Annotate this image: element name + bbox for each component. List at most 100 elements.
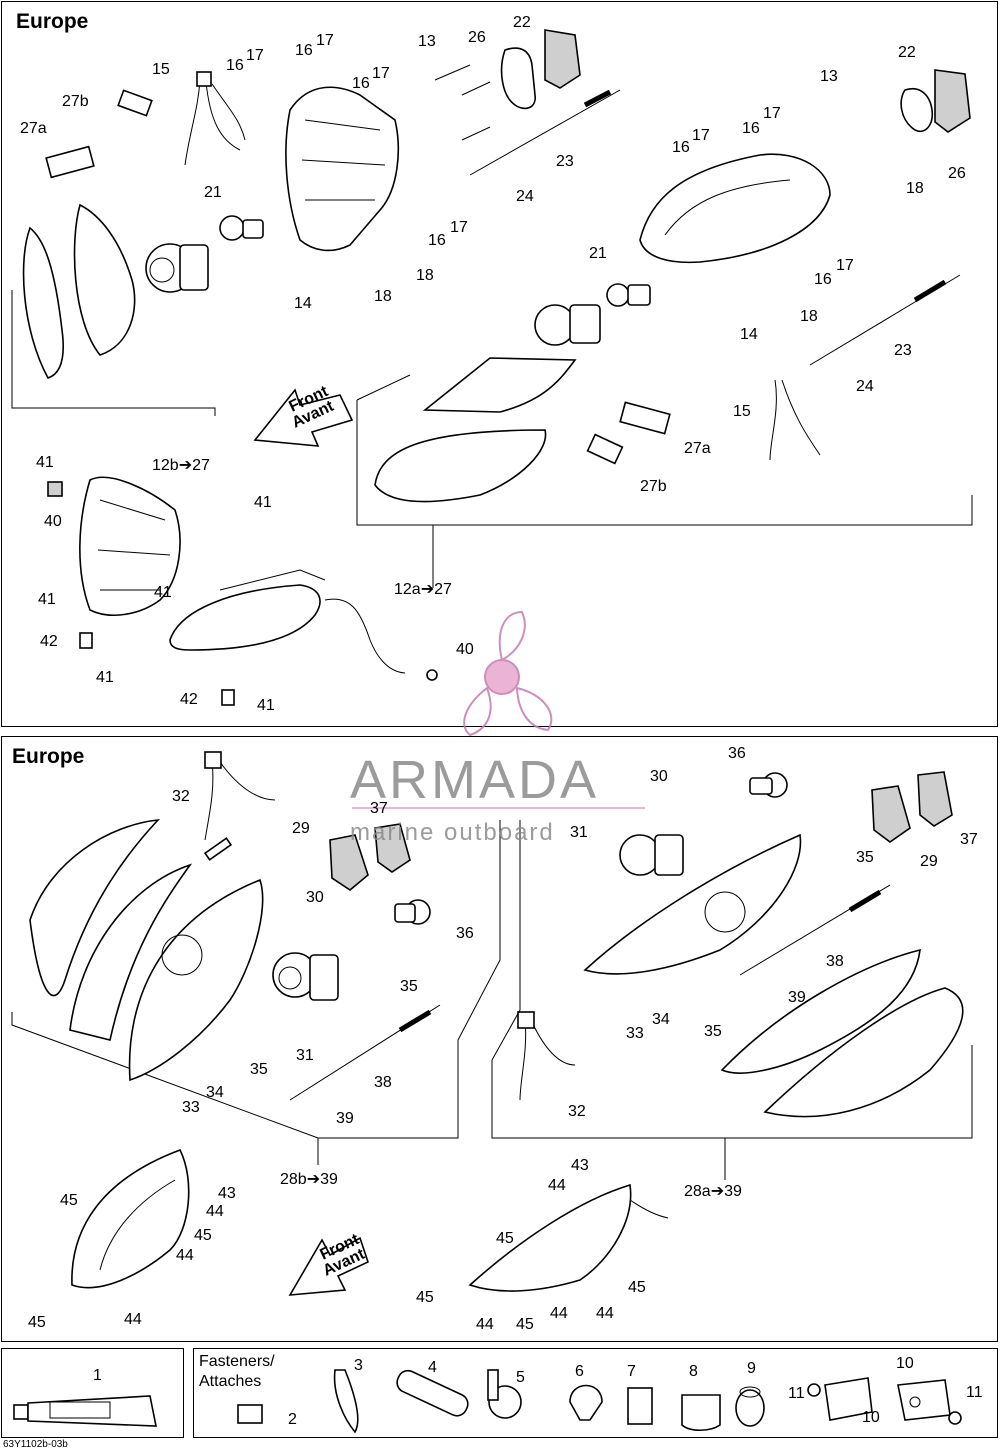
part-label-b39a: 39 [336, 1110, 354, 1127]
part-label-b32b: 32 [568, 1103, 586, 1120]
part-label-b38b: 38 [826, 953, 844, 970]
part-label-t17b: 17 [316, 32, 334, 49]
part-label-t21a: 21 [204, 184, 222, 201]
part-label-t13b: 13 [820, 68, 838, 85]
middle-lens-bottom-left [69, 863, 193, 1041]
part-label-l11b: 11 [966, 1384, 983, 1401]
part-label-b45e: 45 [516, 1316, 534, 1333]
part-label-b33b: 33 [626, 1025, 644, 1042]
fastener-5-clamp [487, 1369, 522, 1419]
armada-watermark: ARMADA marine outboard [350, 610, 645, 846]
connector-27b-right [586, 433, 624, 465]
fastener-3-cable-tie [333, 1369, 359, 1434]
part-label-b28a: 28a➔39 [684, 1183, 742, 1200]
fastener-11-nut-a [807, 1383, 821, 1397]
boot-22-right [934, 69, 971, 133]
part-label-t27b_a: 27b [62, 93, 89, 110]
part-label-t17e: 17 [763, 105, 781, 122]
part-label-b38a: 38 [374, 1074, 392, 1091]
part-label-l2: 2 [288, 1411, 297, 1428]
top-region-title: Europe [16, 10, 89, 33]
assembled-headlamp-12b [79, 476, 181, 616]
wiring-harness-32-right [519, 1019, 576, 1101]
fastener-6-clip [569, 1384, 603, 1421]
part-label-t18b: 18 [374, 288, 392, 305]
gasket-26-left [500, 47, 536, 110]
housing-bottom-right [583, 833, 802, 975]
part-label-t41a: 41 [36, 454, 54, 471]
bottom-left-group-bracket [11, 820, 501, 1139]
top-right-bracket-lead [356, 374, 411, 401]
part-label-b39b: 39 [788, 989, 806, 1006]
part-label-t12b: 12b➔27 [152, 457, 210, 474]
part-label-t41f: 41 [257, 697, 275, 714]
part-label-b45g: 45 [628, 1279, 646, 1296]
clip-42-right [221, 689, 235, 706]
part-label-t14a: 14 [294, 295, 312, 312]
fastener-11-nut-b [948, 1411, 962, 1425]
part-label-t40a: 40 [44, 513, 62, 530]
bulb-36-right [749, 772, 788, 798]
reference-code: 63Y1102b-03b [3, 1439, 68, 1450]
part-label-t16g: 16 [814, 271, 832, 288]
fastener-7-clip [627, 1387, 653, 1425]
part-label-l4: 4 [428, 1359, 437, 1376]
part-label-t16a: 16 [226, 57, 244, 74]
bulb-36-left [394, 899, 431, 925]
part-label-b37a: 37 [370, 800, 388, 817]
part-label-b35d: 35 [704, 1023, 722, 1040]
part-label-b44b: 44 [176, 1247, 194, 1264]
watermark-tagline: marine outboard [350, 819, 555, 846]
boot-29-right [871, 785, 911, 843]
part-label-b45d: 45 [416, 1289, 434, 1306]
part-label-t17g: 17 [836, 257, 854, 274]
nut-40 [47, 481, 63, 497]
projector-module-bottom-left [272, 952, 339, 1001]
headlamp-housing-left [285, 86, 400, 252]
cable-12a [324, 598, 406, 674]
part-label-t41b: 41 [38, 591, 56, 608]
front-direction-arrow-bottom [288, 1236, 369, 1296]
part-label-t15: 15 [152, 61, 170, 78]
outer-lens-bottom-left [29, 818, 161, 997]
part-label-t16b: 16 [295, 42, 313, 59]
part-label-t27a_a: 27a [20, 120, 47, 137]
part-label-b44e: 44 [124, 1311, 142, 1328]
part-label-b34b: 34 [652, 1011, 670, 1028]
part-label-t24a: 24 [516, 188, 534, 205]
part-label-b28b: 28b➔39 [280, 1171, 338, 1188]
part-label-t16e: 16 [742, 120, 760, 137]
fasteners-title-line2: Attaches [199, 1373, 262, 1390]
assembled-lens-12a [169, 584, 321, 651]
part-label-b44f: 44 [476, 1316, 494, 1333]
fastener-10-bracket-a [824, 1377, 873, 1421]
part-label-t21b: 21 [589, 245, 607, 262]
inner-reflector [73, 203, 136, 356]
part-label-b44a: 44 [206, 1203, 224, 1220]
fasteners-title: Fasteners/ Attaches [199, 1352, 275, 1392]
part-label-t23a: 23 [556, 153, 574, 170]
part-label-b37b: 37 [960, 831, 978, 848]
fastener-8-clamp [681, 1394, 721, 1432]
boot-37-left [374, 823, 411, 873]
part-label-t23b: 23 [894, 342, 912, 359]
grommet-40 [426, 669, 438, 681]
part-label-t40b: 40 [456, 641, 474, 658]
part-label-b31a: 31 [296, 1047, 314, 1064]
part-label-l10a: 10 [896, 1355, 914, 1372]
wiring-harness-15-left [184, 79, 246, 166]
fasteners-title-line1: Fasteners/ [199, 1353, 275, 1370]
part-label-t16d: 16 [428, 232, 446, 249]
part-label-b29b: 29 [920, 853, 938, 870]
headlamp-housing-right [639, 153, 831, 264]
part-label-t26b: 26 [948, 165, 966, 182]
part-label-t16f: 16 [672, 139, 690, 156]
connector-27a-left [45, 145, 95, 179]
part-label-t18a: 18 [416, 267, 434, 284]
part-label-t42a: 42 [40, 633, 58, 650]
part-label-t18c: 18 [906, 180, 924, 197]
clip-42-left [79, 632, 93, 649]
part-label-b29a: 29 [292, 820, 310, 837]
